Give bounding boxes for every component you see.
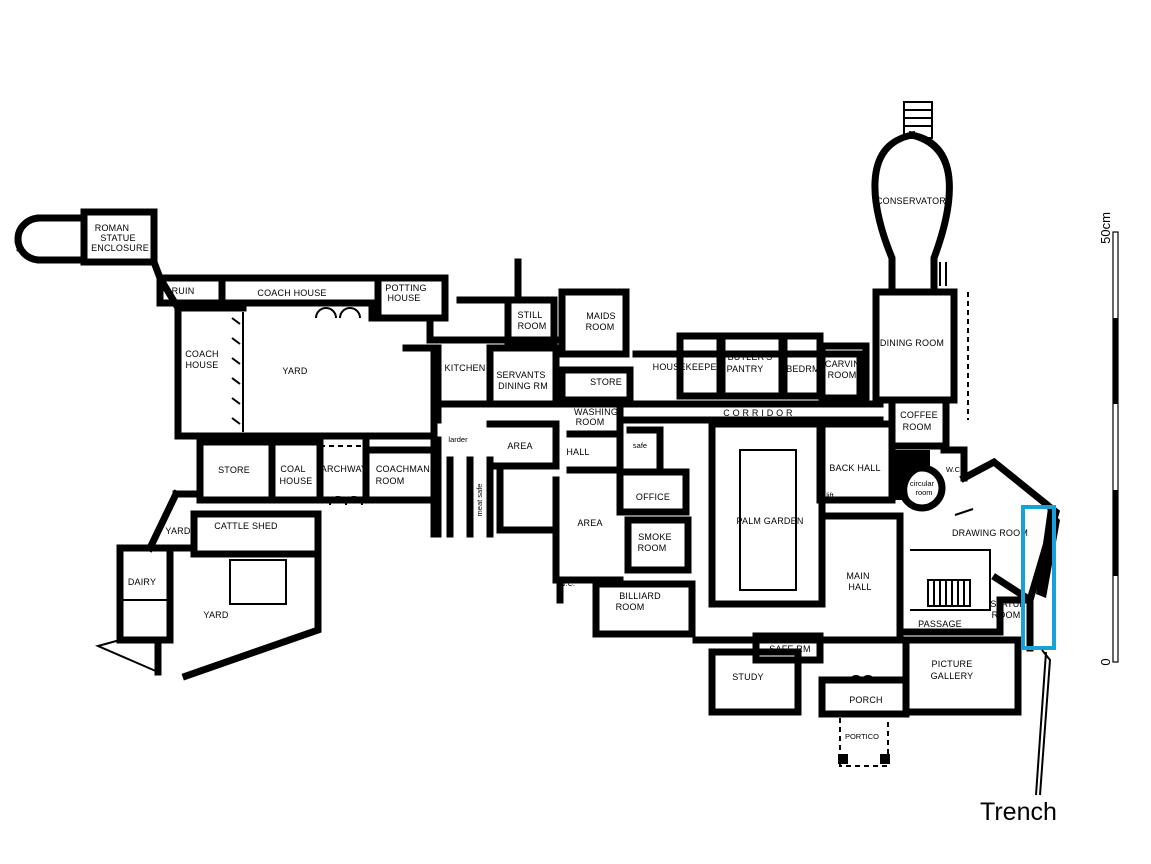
label-safe-rm: SAFE RM [769,644,810,654]
label-safe: safe [633,441,647,450]
scale-bottom-label: 0 [1098,658,1113,665]
west-outbuildings [14,208,449,681]
trench-annotation: Trench [980,505,1057,826]
label-back-hall: BACK HALL [829,463,880,473]
label-passage: PASSAGE [918,619,962,629]
label-archway: ARCHWAY [321,464,367,474]
label-store-lower: STORE [218,465,250,475]
label-yard-main: YARD [282,366,307,376]
label-store-upper: STORE [590,377,622,387]
label-area-upper: AREA [507,441,532,451]
label-area-lower: AREA [577,518,602,528]
trench-highlight-box [1021,505,1056,650]
label-kitchen: KITCHEN [445,363,486,373]
label-palm-garden: PALM GARDEN [736,516,803,526]
service-wing [402,258,884,638]
scale-top-label: 50cm [1098,212,1113,244]
label-corridor: C O R R I D O R [723,408,793,418]
label-dairy: DAIRY [128,577,156,587]
scale-bar: 50cm 0 [1098,212,1119,666]
label-larder: larder [448,435,468,444]
label-lift: lift [826,491,834,500]
label-porch: PORCH [849,695,883,705]
label-office: OFFICE [636,492,670,502]
label-portico: PORTICO [845,732,879,741]
label-drawing-room: DRAWING ROOM [952,528,1028,538]
label-bedrm: BEDRM [786,364,820,374]
label-dining-room: DINING ROOM [880,338,944,348]
label-yard-small: YARD [165,526,190,536]
label-cattle-shed: CATTLE SHED [214,521,278,531]
label-meat-safe: meat safe [475,484,484,517]
label-conservatory: CONSERVATORY [876,196,952,206]
label-hall: HALL [566,447,589,457]
trench-leader-line [1035,649,1052,796]
label-study: STUDY [732,672,764,682]
label-yard-lower: YARD [203,610,228,620]
label-wc-lower: W.C. [559,579,575,588]
trench-label: Trench [980,798,1057,826]
label-wc-top: W.C. [946,465,962,474]
label-coach-house-top: COACH HOUSE [257,288,326,298]
label-housekeeper: HOUSEKEEPER [653,362,724,372]
label-ruin: RUIN [172,286,195,296]
